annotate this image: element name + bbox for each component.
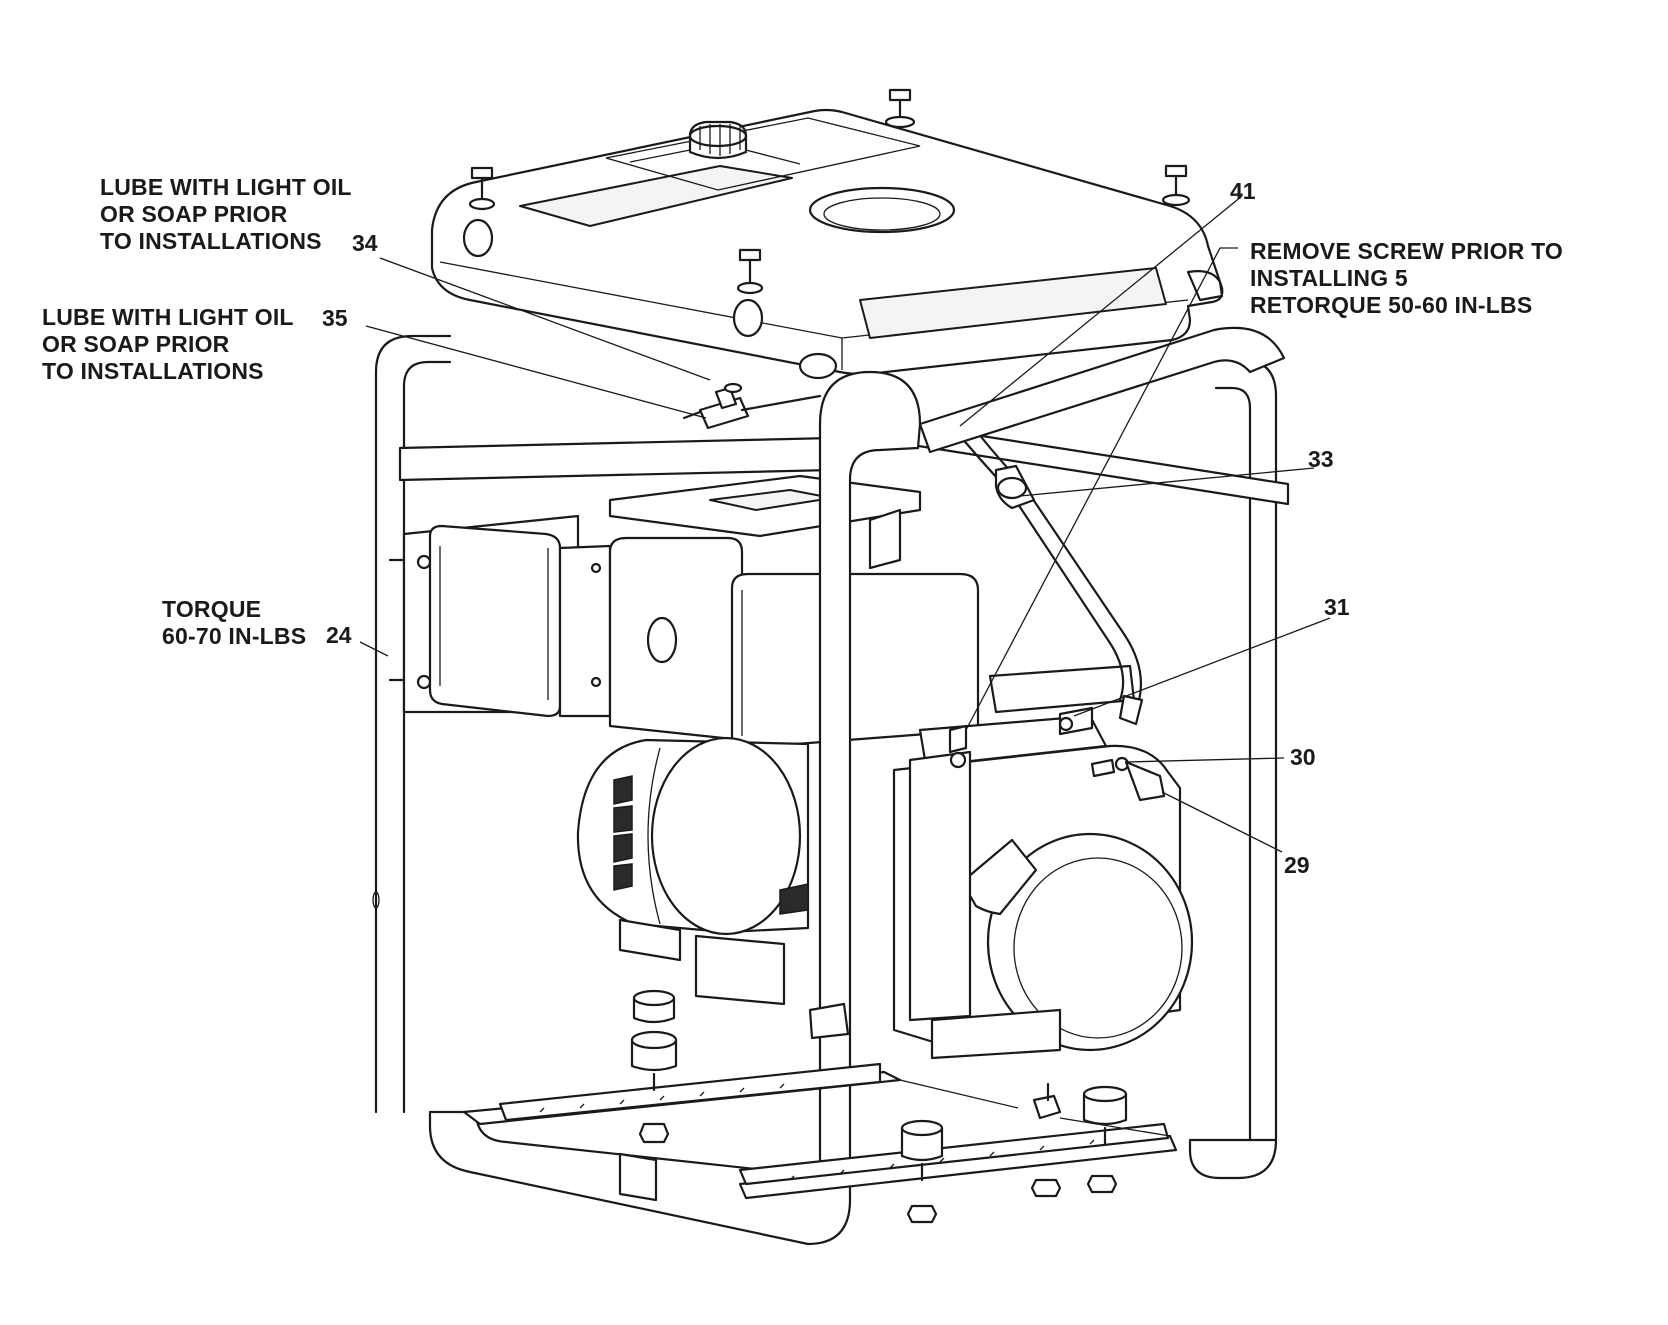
leader-29 <box>1161 791 1283 853</box>
control-panel-box <box>388 514 612 718</box>
tank-bolt-top <box>884 88 916 129</box>
note-line: LUBE WITH LIGHT OIL <box>100 174 352 200</box>
fuel-tank <box>430 108 1224 380</box>
callout-41: 41 <box>1230 178 1256 204</box>
engine-fittings <box>948 706 1166 802</box>
alternator <box>576 736 810 1006</box>
fuel-hose <box>948 416 1144 726</box>
note-line: LUBE WITH LIGHT OIL <box>42 304 294 330</box>
note-line: OR SOAP PRIOR <box>100 201 288 227</box>
base-nuts <box>638 1082 1118 1224</box>
leader-34 <box>379 257 711 381</box>
note-line: RETORQUE 50-60 IN-LBS <box>1250 292 1533 318</box>
note-lube-34: LUBE WITH LIGHT OIL OR SOAP PRIOR TO INS… <box>100 174 352 255</box>
note-line: REMOVE SCREW PRIOR TO <box>1250 238 1564 264</box>
callout-34: 34 <box>352 230 378 256</box>
leader-5 <box>965 247 1238 731</box>
note-line: 60-70 IN-LBS <box>162 623 307 649</box>
fuel-shutoff-valve <box>682 382 822 430</box>
leader-35 <box>365 325 707 419</box>
note-torque: TORQUE 60-70 IN-LBS <box>162 596 306 650</box>
tank-bolt-left <box>468 166 496 211</box>
front-frame-tube <box>372 326 1286 1246</box>
note-line: INSTALLING 5 <box>1250 265 1408 291</box>
tank-bolt-right <box>1161 164 1191 207</box>
leader-31 <box>1073 617 1331 717</box>
note-line: TORQUE <box>162 596 262 622</box>
callout-30: 30 <box>1290 744 1316 770</box>
note-line: TO INSTALLATIONS <box>100 228 322 254</box>
callout-24: 24 <box>326 622 352 648</box>
leader-33 <box>1019 467 1315 497</box>
note-line: TO INSTALLATIONS <box>42 358 264 384</box>
callout-29: 29 <box>1284 852 1310 878</box>
note-line: OR SOAP PRIOR <box>42 331 230 357</box>
rear-crossbar <box>398 418 1290 506</box>
callout-33: 33 <box>1308 446 1334 472</box>
rubber-mounts <box>630 989 1128 1182</box>
note-remove-screw: REMOVE SCREW PRIOR TO INSTALLING 5 RETOR… <box>1250 238 1563 319</box>
leader-24 <box>359 641 389 657</box>
base-rails <box>462 1062 1178 1200</box>
note-lube-35: LUBE WITH LIGHT OIL OR SOAP PRIOR TO INS… <box>42 304 294 385</box>
leader-30 <box>1125 757 1285 763</box>
leader-lines <box>359 195 1331 853</box>
engine <box>892 664 1194 1060</box>
tank-bolt-middle <box>736 248 764 295</box>
alternator-cover <box>608 508 980 750</box>
callout-31: 31 <box>1324 594 1350 620</box>
callout-35: 35 <box>322 305 348 331</box>
leader-41 <box>959 195 1243 427</box>
